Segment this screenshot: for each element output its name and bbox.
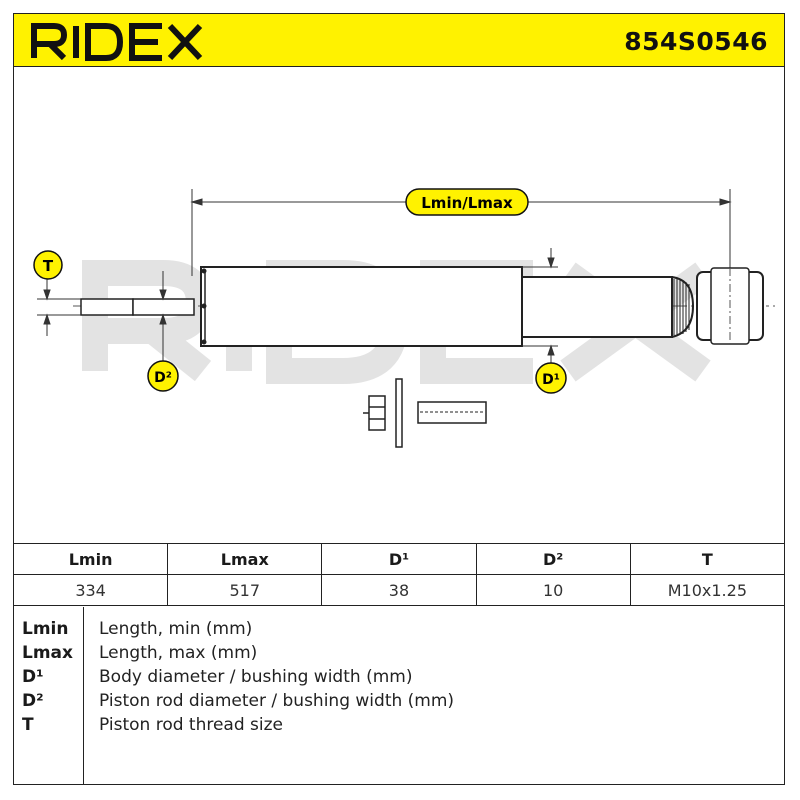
legend-divider	[83, 607, 84, 785]
legend-desc: Length, max (mm)	[99, 643, 258, 663]
part-number: 854S0546	[624, 27, 768, 56]
legend-item: T Piston rod thread size	[13, 715, 785, 739]
legend-desc: Piston rod diameter / bushing width (mm)	[99, 691, 455, 711]
spec-value-lmin: 334	[12, 574, 169, 606]
spec-header-lmin: Lmin	[12, 543, 169, 575]
legend-desc: Piston rod thread size	[99, 715, 284, 735]
spec-value-d2: 10	[475, 574, 631, 606]
legend-key: Lmin	[22, 619, 69, 639]
legend: Lmin Length, min (mm) Lmax Length, max (…	[13, 607, 785, 785]
ridex-logo	[31, 23, 203, 61]
spec-header-d2: D²	[475, 543, 631, 575]
legend-key: D²	[22, 691, 44, 711]
thread-label: T	[43, 257, 54, 275]
thread-stud	[80, 298, 195, 316]
body-diameter-label: D¹	[542, 372, 560, 388]
spec-header-lmax: Lmax	[167, 543, 323, 575]
legend-item: Lmin Length, min (mm)	[13, 619, 785, 643]
spec-table-header-row: Lmin Lmax D¹ D² T	[12, 543, 786, 575]
spec-header-d1: D¹	[321, 543, 477, 575]
legend-key: T	[22, 715, 34, 735]
legend-item: Lmax Length, max (mm)	[13, 643, 785, 667]
length-label-pill	[405, 188, 529, 216]
thread-dimension	[37, 278, 81, 336]
rod-diameter-dimension	[159, 271, 167, 361]
shock-absorber-drawing: Lmin/Lmax T D²	[33, 188, 775, 448]
rod-diameter-badge	[147, 360, 179, 392]
thread-label-badge	[33, 250, 63, 280]
spec-table-value-row: 334 517 38 10 M10x1.25	[12, 574, 786, 606]
legend-desc: Body diameter / bushing width (mm)	[99, 667, 413, 687]
legend-item: D² Piston rod diameter / bushing width (…	[13, 691, 785, 715]
body-diameter-dimension	[522, 248, 558, 363]
spacer-sleeve	[417, 401, 487, 424]
spec-table: Lmin Lmax D¹ D² T 334 517 38 10 M10x1.25	[12, 543, 786, 606]
header-bar: 854S0546	[13, 13, 785, 67]
spec-value-t: M10x1.25	[629, 574, 786, 606]
body-diameter-badge	[535, 362, 567, 394]
legend-desc: Length, min (mm)	[99, 619, 253, 639]
spec-value-lmax: 517	[167, 574, 323, 606]
spec-header-t: T	[629, 543, 786, 575]
legend-key: D¹	[22, 667, 44, 687]
body-tube	[200, 266, 523, 347]
upper-tube	[521, 276, 673, 338]
rod-diameter-label: D²	[154, 370, 172, 386]
washer	[395, 378, 403, 448]
spec-value-d1: 38	[321, 574, 477, 606]
legend-item: D¹ Body diameter / bushing width (mm)	[13, 667, 785, 691]
legend-key: Lmax	[22, 643, 73, 663]
length-label: Lmin/Lmax	[421, 194, 513, 212]
mounting-nut	[363, 395, 386, 431]
tube-ribs	[673, 279, 690, 335]
